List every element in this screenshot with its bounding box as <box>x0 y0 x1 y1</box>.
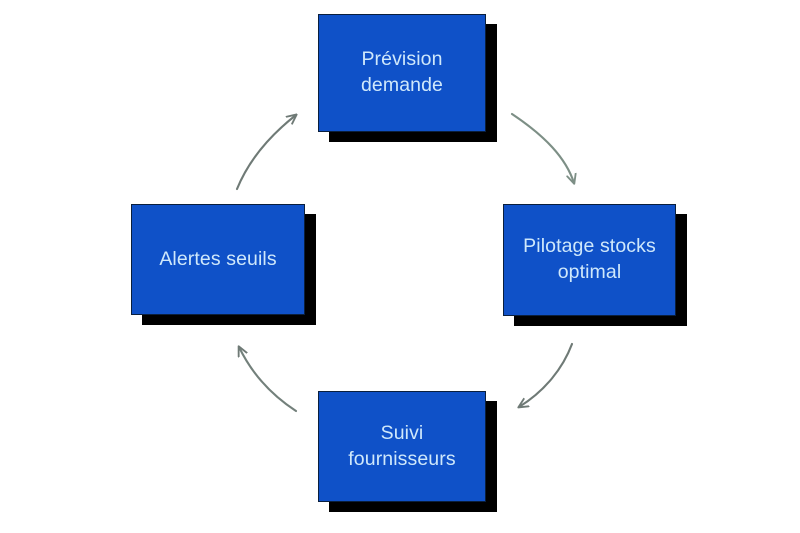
arrow-left-to-top <box>235 115 296 191</box>
node-pilotage-stocks-optimal[interactable]: Pilotage stocks optimal <box>503 204 676 316</box>
arrow-bottom-to-left <box>239 347 298 413</box>
node-prevision-demande[interactable]: Prévision demande <box>318 14 486 132</box>
arrow-top-to-right <box>510 112 574 183</box>
node-label-prevision-demande: Prévision demande <box>360 48 443 96</box>
node-label-suivi-fournisseurs: Suivi fournisseurs <box>348 421 456 470</box>
node-label-pilotage-stocks-optimal: Pilotage stocks optimal <box>523 235 656 283</box>
node-label-alertes-seuils: Alertes seuils <box>159 247 277 270</box>
arrow-right-to-bottom <box>519 342 574 407</box>
node-suivi-fournisseurs[interactable]: Suivi fournisseurs <box>318 391 486 502</box>
node-alertes-seuils[interactable]: Alertes seuils <box>131 204 305 315</box>
